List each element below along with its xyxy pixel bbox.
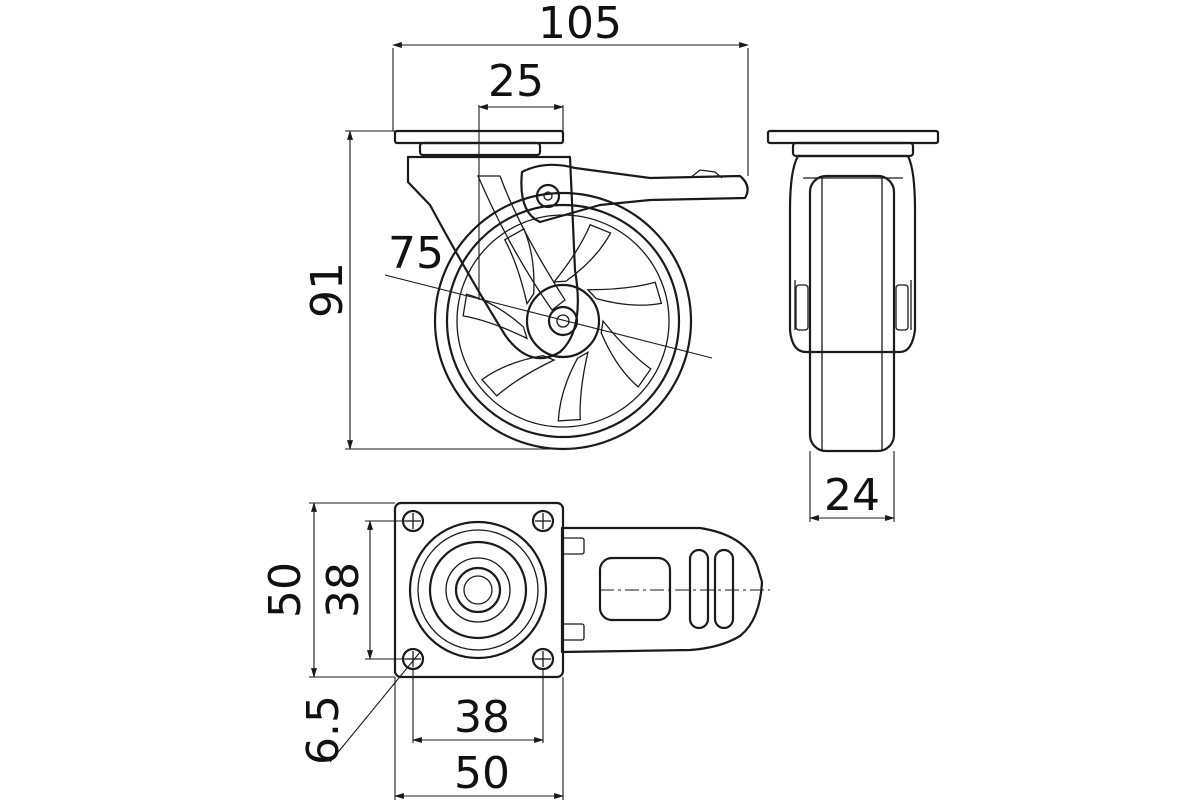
- top-view-bearing: [408, 520, 548, 660]
- wheel-spoke: [557, 350, 589, 422]
- wheel-spoke: [503, 228, 535, 306]
- dimension-24: 24: [824, 470, 880, 521]
- wheel-spokes: [462, 223, 663, 422]
- dimension-38-vertical: 38: [318, 562, 369, 618]
- top-view-grip-slot-1: [688, 548, 710, 630]
- front-view-wheel: [808, 174, 896, 453]
- wheel-spoke: [600, 319, 652, 388]
- side-view-lever-pin: [543, 191, 553, 201]
- front-view: 24: [766, 129, 940, 522]
- front-view-top-plate: [766, 129, 940, 145]
- side-view-lever-ridge: [689, 169, 723, 179]
- dimension-25: 25: [488, 56, 544, 107]
- dimension-105: 105: [538, 0, 622, 49]
- wheel-spoke: [552, 223, 612, 283]
- dimension-6-5: 6.5: [298, 695, 349, 765]
- side-view-brake-lever: [520, 163, 749, 224]
- top-view-brake-housing: [560, 526, 764, 654]
- dimension-91: 91: [302, 262, 353, 318]
- side-view-fork-slot: [477, 175, 566, 311]
- dimension-50-vertical: 50: [260, 562, 311, 618]
- top-view-grip-slot-2: [713, 548, 735, 630]
- dimension-38-horizontal: 38: [454, 692, 510, 743]
- wheel-spoke: [586, 281, 663, 306]
- side-view-fork: [406, 155, 579, 360]
- side-view-swivel-bearing: [418, 141, 542, 157]
- top-view-pedal-pad: [598, 556, 672, 622]
- side-view: 105 25 91 75: [302, 0, 749, 451]
- wheel-spoke: [462, 293, 529, 340]
- dimension-75: 75: [388, 228, 444, 279]
- top-view-mounting-plate: [393, 501, 565, 679]
- wheel-spoke: [481, 354, 556, 397]
- dimension-50-horizontal: 50: [454, 748, 510, 799]
- front-view-fork: [788, 154, 917, 354]
- top-view: 50 38 38 50 6.5: [260, 501, 770, 800]
- side-view-wheel: [433, 191, 693, 451]
- mounting-hole-top-right: [531, 509, 555, 533]
- front-view-swivel-bearing: [791, 141, 915, 158]
